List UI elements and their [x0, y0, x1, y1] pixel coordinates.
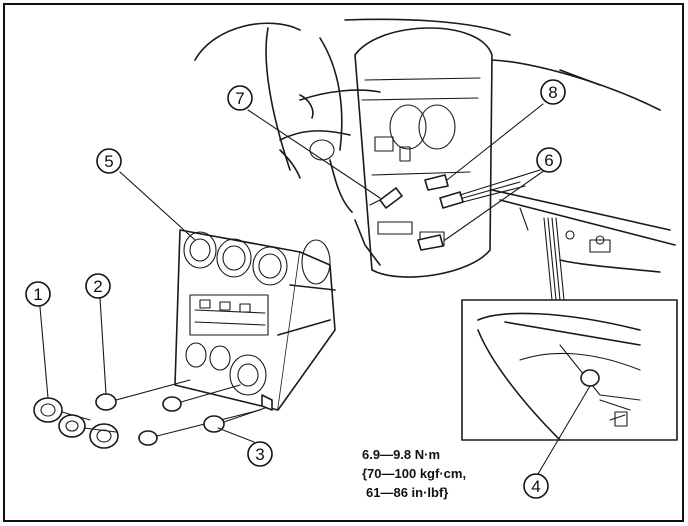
callout-5: 5	[96, 148, 122, 174]
callout-3-label: 3	[255, 445, 264, 464]
leader-lines	[39, 103, 591, 475]
dashboard-illustration	[194, 18, 676, 301]
figure-border	[3, 3, 684, 522]
callout-2: 2	[85, 273, 111, 299]
center-panel-assembly	[174, 229, 336, 411]
callout-6-label: 6	[544, 151, 553, 170]
callout-3: 3	[247, 441, 273, 467]
torque-line-1: 6.9—9.8 N·m	[362, 447, 440, 462]
callout-8-label: 8	[548, 83, 557, 102]
callout-7-label: 7	[235, 89, 244, 108]
callout-8: 8	[540, 79, 566, 105]
callout-4: 4	[523, 473, 549, 499]
torque-spec: 6.9—9.8 N·m {70—100 kgf·cm, 61—86 in·lbf…	[362, 447, 466, 500]
torque-line-2: {70—100 kgf·cm,	[362, 466, 466, 481]
callout-7: 7	[227, 85, 253, 111]
knob-parts	[33, 397, 119, 449]
panel-screws	[95, 379, 266, 446]
callout-5-label: 5	[104, 152, 113, 171]
torque-line-3: 61—86 in·lbf}	[366, 485, 448, 500]
dash-screws	[369, 174, 526, 251]
callout-1-label: 1	[33, 285, 42, 304]
callout-1: 1	[25, 281, 51, 307]
callout-6: 6	[536, 147, 562, 173]
callout-2-label: 2	[93, 277, 102, 296]
callout-4-label: 4	[531, 477, 540, 496]
detail-inset	[461, 299, 678, 441]
